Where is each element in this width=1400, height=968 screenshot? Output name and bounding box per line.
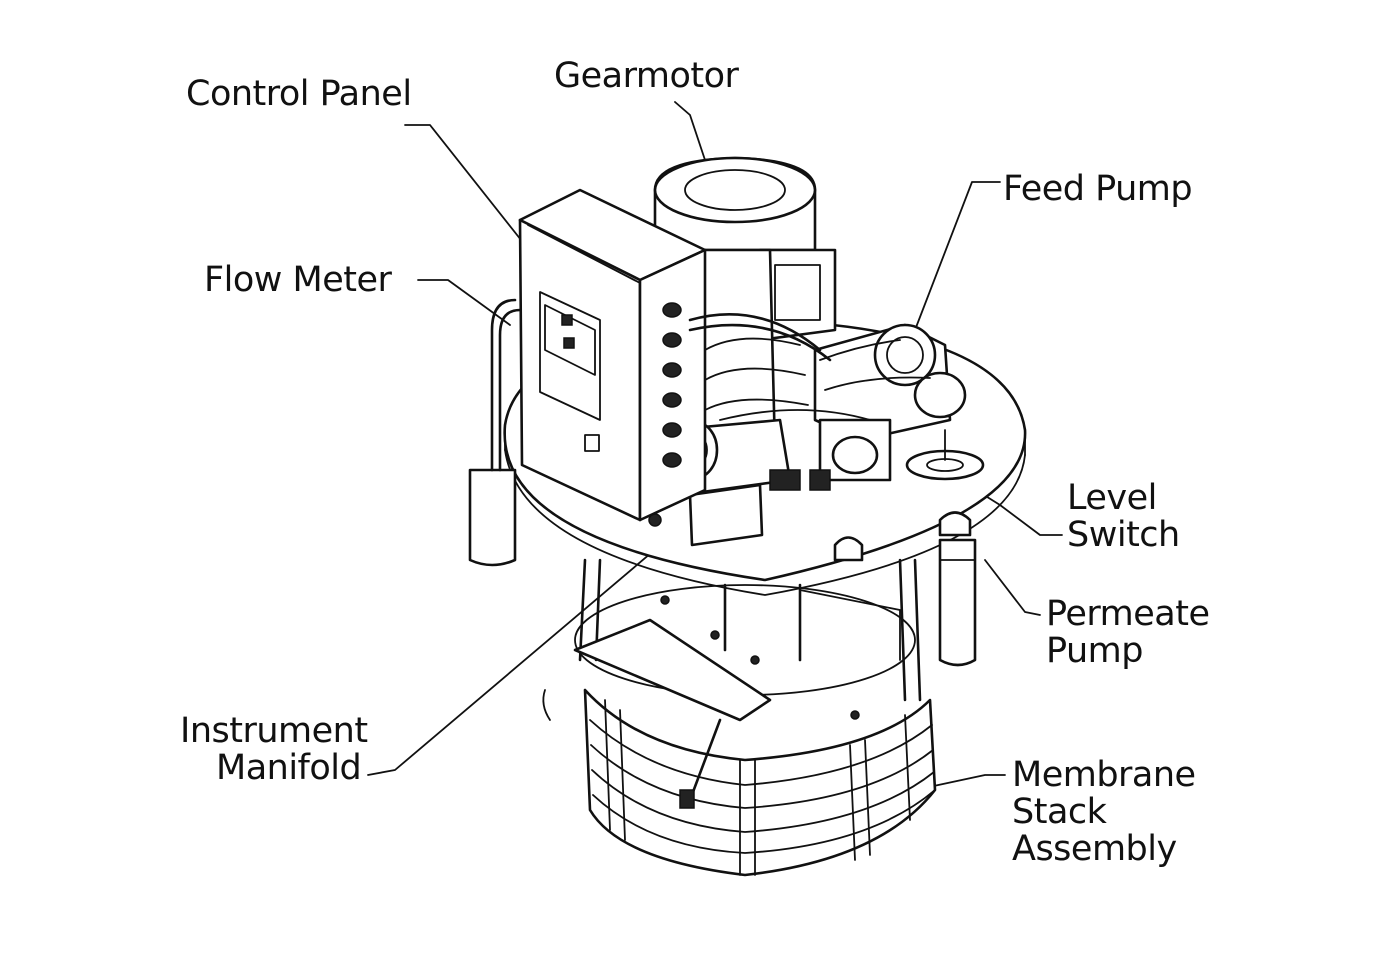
permeate-pump-body	[938, 538, 977, 667]
label-flow-meter: Flow Meter	[204, 260, 392, 300]
leader-feed-pump	[914, 181, 1001, 331]
label-membrane-line-2: Stack	[1012, 792, 1107, 832]
leader-permeate-pump	[984, 559, 1041, 616]
label-feed-pump: Feed Pump	[1003, 169, 1193, 209]
leader-membrane-stack	[914, 774, 1006, 791]
membrane-stack	[542, 595, 937, 877]
label-gearmotor: Gearmotor	[554, 56, 739, 96]
label-permeate-pump-line-2: Pump	[1046, 631, 1143, 671]
label-membrane-line-1: Membrane	[1012, 755, 1196, 795]
label-instrument-manifold: Instrument Manifold	[180, 713, 368, 787]
label-level-switch-line-1: Level	[1067, 478, 1157, 518]
control-panel-buttons	[662, 302, 682, 468]
label-permeate-pump: Permeate Pump	[1046, 596, 1210, 670]
control-panel-body	[518, 188, 707, 522]
leader-lines	[367, 101, 1063, 791]
label-membrane-stack-assembly: Membrane Stack Assembly	[1012, 757, 1196, 868]
leader-instrument-manifold	[367, 519, 691, 776]
flow-meter-body	[468, 298, 522, 567]
leader-flow-meter	[417, 279, 511, 326]
label-permeate-pump-line-1: Permeate	[1046, 594, 1210, 634]
label-membrane-line-3: Assembly	[1012, 829, 1177, 869]
gearmotor-body	[653, 156, 837, 452]
label-control-panel: Control Panel	[186, 74, 412, 114]
label-level-switch-line-2: Switch	[1067, 515, 1180, 555]
leader-gearmotor	[674, 101, 706, 161]
label-instrument-manifold-line-1: Instrument	[180, 711, 368, 751]
tubing	[688, 313, 871, 421]
label-instrument-manifold-line-2: Manifold	[216, 748, 362, 788]
feed-pump-body	[813, 323, 967, 482]
leader-control-panel	[404, 124, 526, 246]
label-level-switch: Level Switch	[1067, 480, 1180, 554]
